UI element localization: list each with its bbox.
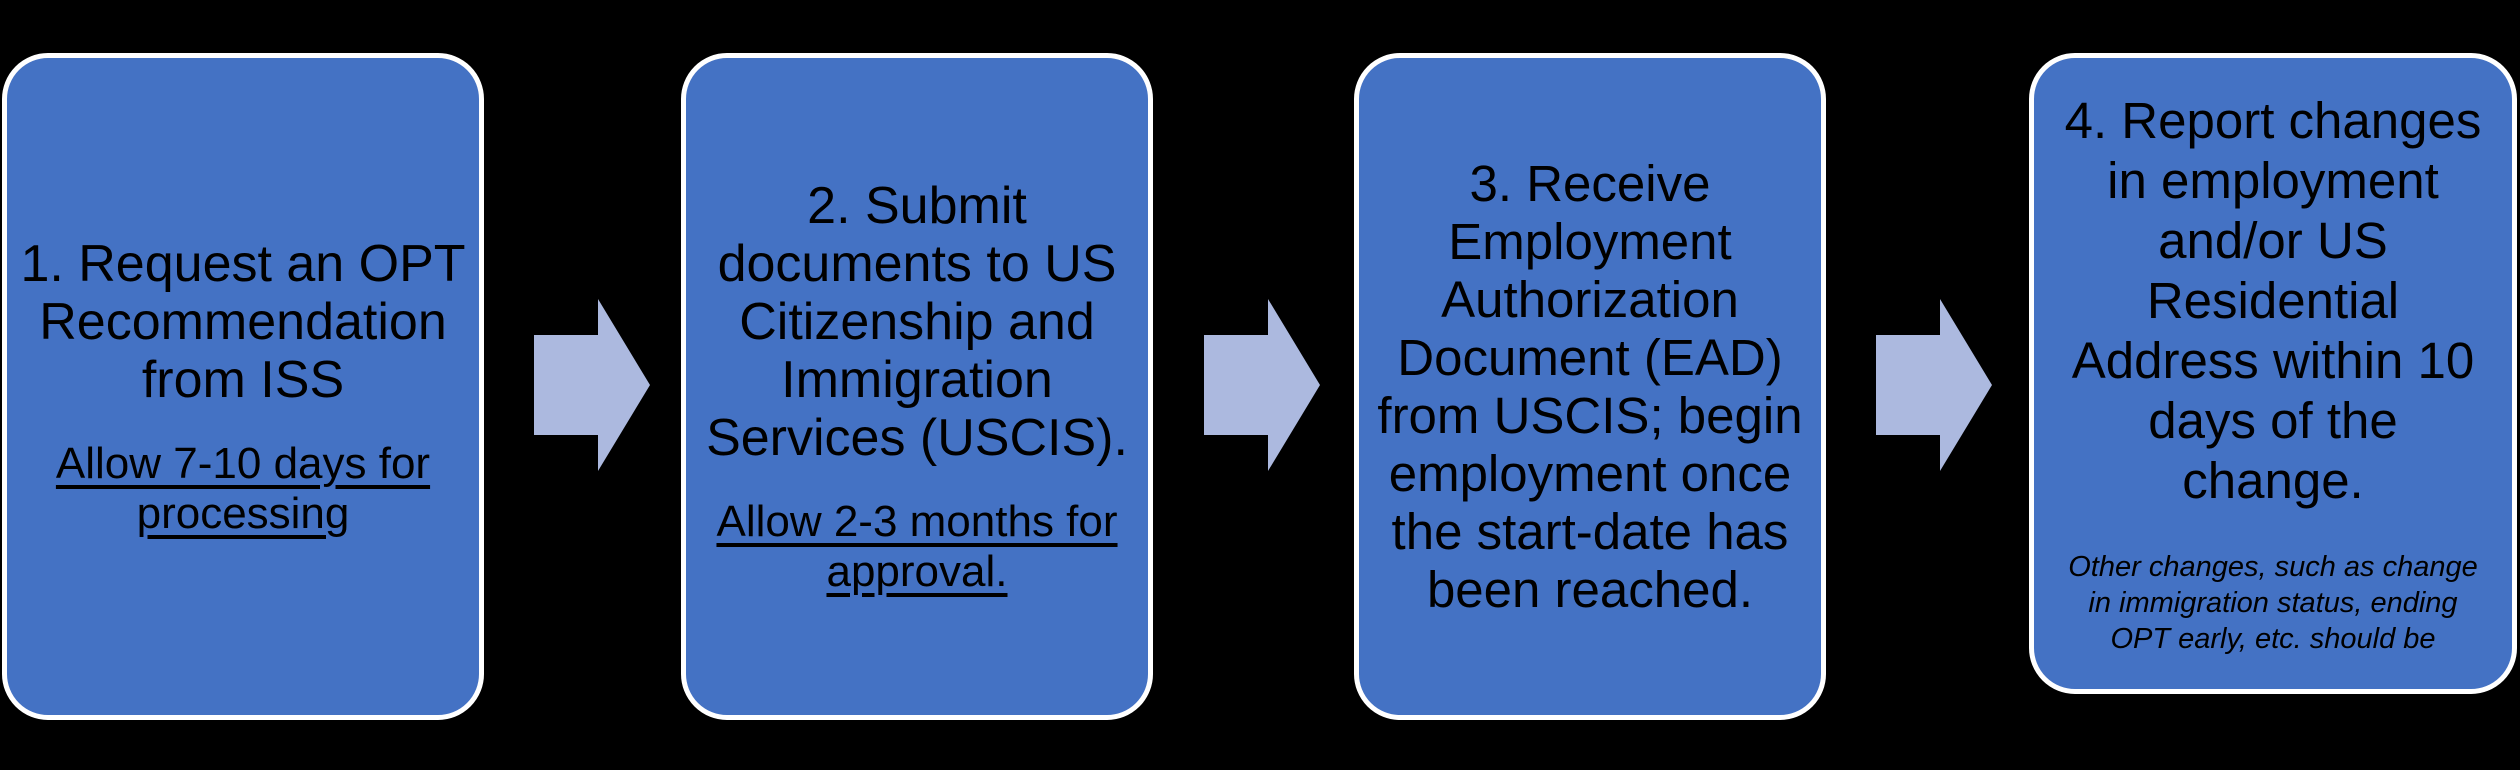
step-3-title: 3. Receive Employment Authorization Docu… <box>1377 154 1803 618</box>
right-arrow-shape <box>534 299 650 471</box>
right-arrow-icon-1 <box>534 299 650 471</box>
step-2-note: Allow 2-3 months for approval. <box>716 496 1118 596</box>
step-2-box: 2. Submit documents to US Citizenship an… <box>681 53 1153 720</box>
step-2-title: 2. Submit documents to US Citizenship an… <box>706 176 1128 467</box>
step-4-note: Other changes, such as change in immigra… <box>2068 550 2478 655</box>
right-arrow-shape <box>1204 299 1320 471</box>
step-1-box: 1. Request an OPT Recommendation from IS… <box>2 53 484 720</box>
step-3-box: 3. Receive Employment Authorization Docu… <box>1354 53 1826 720</box>
step-4-box: 4. Report changes in employment and/or U… <box>2029 53 2517 694</box>
step-1-title: 1. Request an OPT Recommendation from IS… <box>20 234 466 409</box>
right-arrow-shape <box>1876 299 1992 471</box>
right-arrow-icon-3 <box>1876 299 1992 471</box>
right-arrow-icon-2 <box>1204 299 1320 471</box>
step-4-title: 4. Report changes in employment and/or U… <box>2064 91 2482 509</box>
step-1-note: Allow 7-10 days for processing <box>55 438 431 538</box>
